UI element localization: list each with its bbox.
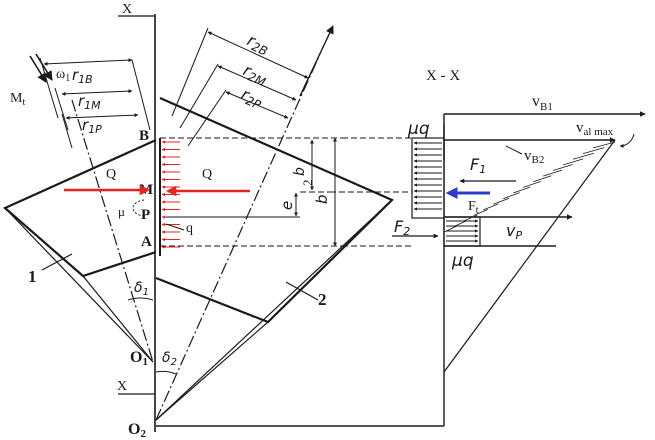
torque-label: Mt — [10, 91, 25, 108]
dims-b — [160, 137, 342, 247]
mu-label: μ — [118, 204, 125, 219]
hatch-stroke — [533, 175, 552, 183]
hatch-stroke — [443, 226, 457, 233]
part-2-label: 2 — [318, 290, 327, 309]
hatch-stroke — [523, 180, 541, 188]
mu-indicator — [132, 199, 147, 217]
velocity-al-max-label: val max — [576, 120, 614, 138]
point-o1-label: O1 — [130, 349, 148, 368]
part-1-leader — [41, 253, 73, 271]
section-title: X - X — [426, 68, 460, 84]
b-half-den: 2 — [300, 180, 315, 187]
velocity-b2-label: vB2 — [524, 148, 544, 166]
point-p-label: P — [141, 207, 150, 223]
section-dashed-links — [330, 137, 412, 247]
force-q-right-label: Q — [202, 167, 212, 182]
section-frame — [156, 111, 646, 427]
wheel-1 — [2, 138, 157, 278]
r2m-label: r2M — [240, 60, 272, 89]
omega-label: ω1 — [56, 67, 70, 84]
q-label: q — [186, 221, 193, 236]
hatch-stroke — [493, 197, 510, 205]
velocity-diagonal — [443, 139, 616, 373]
velocity-b2-leader — [505, 145, 523, 155]
hatch-stroke — [562, 158, 584, 166]
friction-block-lower — [443, 216, 481, 247]
wheel-2 — [155, 96, 394, 324]
torque-arrows — [29, 53, 53, 83]
contact-pressure-arrows — [161, 140, 180, 249]
force-f2-label: F2 — [394, 217, 410, 238]
axis-x-bottom-label: X — [117, 379, 127, 394]
e-label: e — [278, 201, 296, 210]
dims-r2 — [171, 27, 309, 147]
hatch-stroke — [513, 186, 531, 194]
force-f1-label: F1 — [470, 155, 486, 176]
part-2-leader — [285, 281, 319, 301]
wheel-2-generators — [155, 53, 393, 421]
velocity-al-max-leader — [619, 133, 635, 148]
hatch-stroke — [553, 164, 573, 171]
r2b-label: r2B — [244, 30, 273, 58]
friction-block-upper — [411, 137, 445, 219]
r1p-label: r1P — [82, 116, 102, 136]
velocity-p-label: vP — [506, 221, 522, 242]
hatch-stroke — [543, 169, 563, 177]
point-o2-label: O2 — [128, 421, 146, 440]
force-ft-label: Ft — [468, 199, 479, 216]
mu-q-bottom-label: μq — [451, 251, 474, 271]
wheel-1-generators — [4, 99, 154, 363]
axis-x-top-label: X — [122, 2, 132, 17]
point-b-label: B — [139, 128, 149, 144]
mu-q-top-label: μq — [407, 119, 430, 139]
axis-x — [118, 14, 156, 432]
b-label: b — [313, 194, 331, 204]
hatch-stroke — [503, 192, 520, 200]
point-a-label: A — [141, 234, 152, 250]
hatch-stroke — [473, 209, 489, 216]
q-leader — [165, 223, 185, 231]
r1b-label: r1B — [72, 66, 93, 86]
hatch-stroke — [463, 214, 478, 222]
dims-r1 — [39, 57, 151, 149]
hatch-stroke — [572, 152, 594, 160]
hatch-stroke — [582, 147, 605, 155]
friction-arrows-upper — [413, 141, 442, 211]
hatch-stroke — [483, 203, 499, 211]
friction-arrows-lower — [446, 219, 479, 243]
r1m-label: r1M — [78, 92, 101, 112]
delta1-arc — [127, 297, 154, 301]
part-1-label: 1 — [28, 267, 37, 286]
force-q-left-label: Q — [106, 167, 116, 182]
delta2-label: δ2 — [162, 350, 177, 368]
delta1-label: δ1 — [134, 280, 149, 298]
b-half-num: b — [292, 167, 308, 176]
hatch-stroke — [592, 141, 616, 149]
velocity-b1-label: vB1 — [532, 93, 553, 113]
wheel-2-axis-arrow — [299, 25, 334, 97]
delta2-arc — [155, 370, 177, 375]
